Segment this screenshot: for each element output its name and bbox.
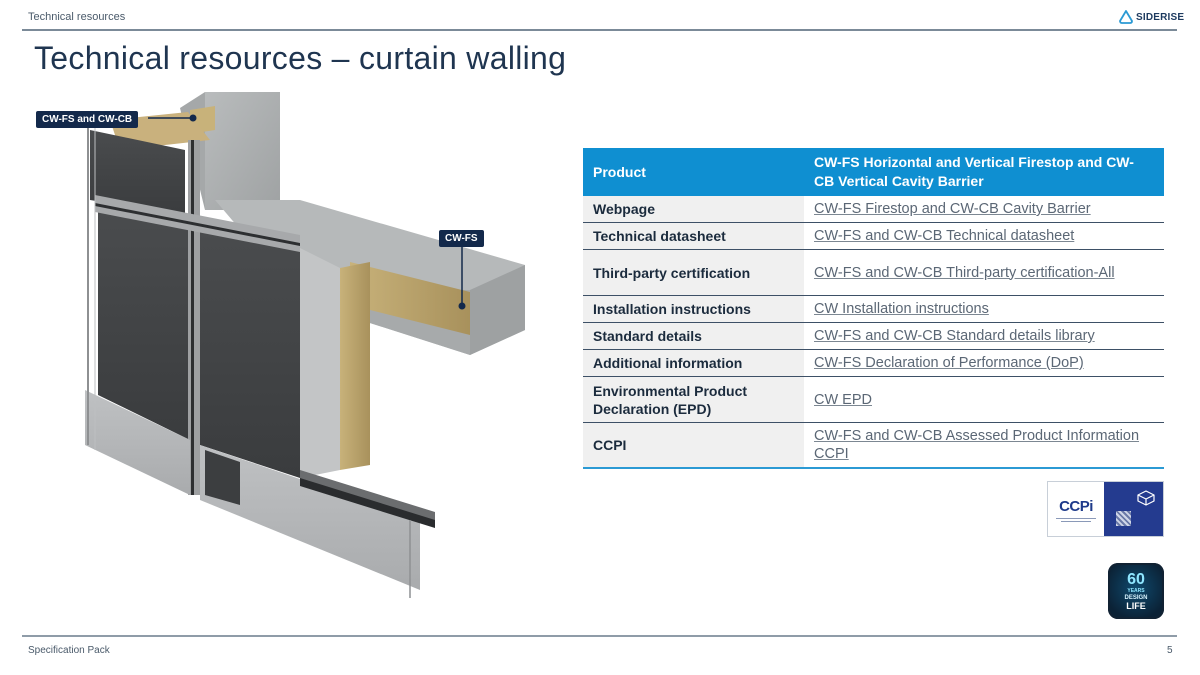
ccpi-badge: CCPi — [1047, 481, 1164, 537]
package-icon — [1137, 490, 1155, 506]
curtain-wall-illustration — [85, 92, 525, 598]
row-label: Additional information — [583, 350, 804, 376]
technical-resources-table: Product CW-FS Horizontal and Vertical Fi… — [583, 148, 1164, 469]
callout-cw-fs: CW-FS — [439, 230, 484, 247]
page-number: 5 — [1167, 645, 1173, 656]
row-label: Standard details — [583, 323, 804, 349]
table-row: Installation instructions CW Installatio… — [583, 296, 1164, 323]
header-product: Product — [593, 164, 646, 180]
table-header: Product CW-FS Horizontal and Vertical Fi… — [583, 148, 1164, 196]
ccpi-link[interactable]: CW-FS and CW-CB Assessed Product Informa… — [814, 428, 1140, 462]
row-label: CCPI — [583, 423, 804, 467]
table-row: Webpage CW-FS Firestop and CW-CB Cavity … — [583, 196, 1164, 223]
installation-instructions-link[interactable]: CW Installation instructions — [814, 301, 989, 317]
header-divider — [22, 29, 1177, 31]
standard-details-link[interactable]: CW-FS and CW-CB Standard details library — [814, 328, 1095, 344]
siderise-logo-icon — [1119, 10, 1133, 24]
callout-cw-fs-cw-cb: CW-FS and CW-CB — [36, 111, 139, 128]
ccpi-logo: CCPi — [1059, 498, 1093, 515]
brand-name: SIDERISE — [1136, 11, 1185, 23]
design-life-badge: 60 YEARS DESIGN LIFE — [1108, 563, 1164, 619]
table-row: Technical datasheet CW-FS and CW-CB Tech… — [583, 223, 1164, 250]
header-product-name: CW-FS Horizontal and Vertical Firestop a… — [814, 154, 1134, 189]
row-label: Webpage — [583, 196, 804, 222]
table-row: CCPI CW-FS and CW-CB Assessed Product In… — [583, 423, 1164, 469]
design-life-years-number: 60 — [1127, 570, 1145, 588]
technical-datasheet-link[interactable]: CW-FS and CW-CB Technical datasheet — [814, 228, 1075, 244]
webpage-link[interactable]: CW-FS Firestop and CW-CB Cavity Barrier — [814, 201, 1091, 217]
page-title: Technical resources – curtain walling — [34, 40, 567, 76]
row-label: Third-party certification — [583, 250, 804, 295]
table-row: Third-party certification CW-FS and CW-C… — [583, 250, 1164, 296]
row-label: Installation instructions — [583, 296, 804, 322]
footer-divider — [22, 635, 1177, 637]
row-label: Technical datasheet — [583, 223, 804, 249]
epd-link[interactable]: CW EPD — [814, 391, 872, 408]
third-party-certification-link[interactable]: CW-FS and CW-CB Third-party certificatio… — [814, 264, 1115, 281]
section-label: Technical resources — [28, 11, 126, 23]
table-row: Standard details CW-FS and CW-CB Standar… — [583, 323, 1164, 350]
footer-label: Specification Pack — [28, 645, 110, 656]
declaration-of-performance-link[interactable]: CW-FS Declaration of Performance (DoP) — [814, 355, 1084, 371]
table-row: Environmental Product Declaration (EPD) … — [583, 377, 1164, 423]
siderise-logo: SIDERISE — [1118, 9, 1184, 25]
row-label: Environmental Product Declaration (EPD) — [583, 377, 804, 422]
table-row: Additional information CW-FS Declaration… — [583, 350, 1164, 377]
qr-code-icon — [1116, 511, 1131, 526]
